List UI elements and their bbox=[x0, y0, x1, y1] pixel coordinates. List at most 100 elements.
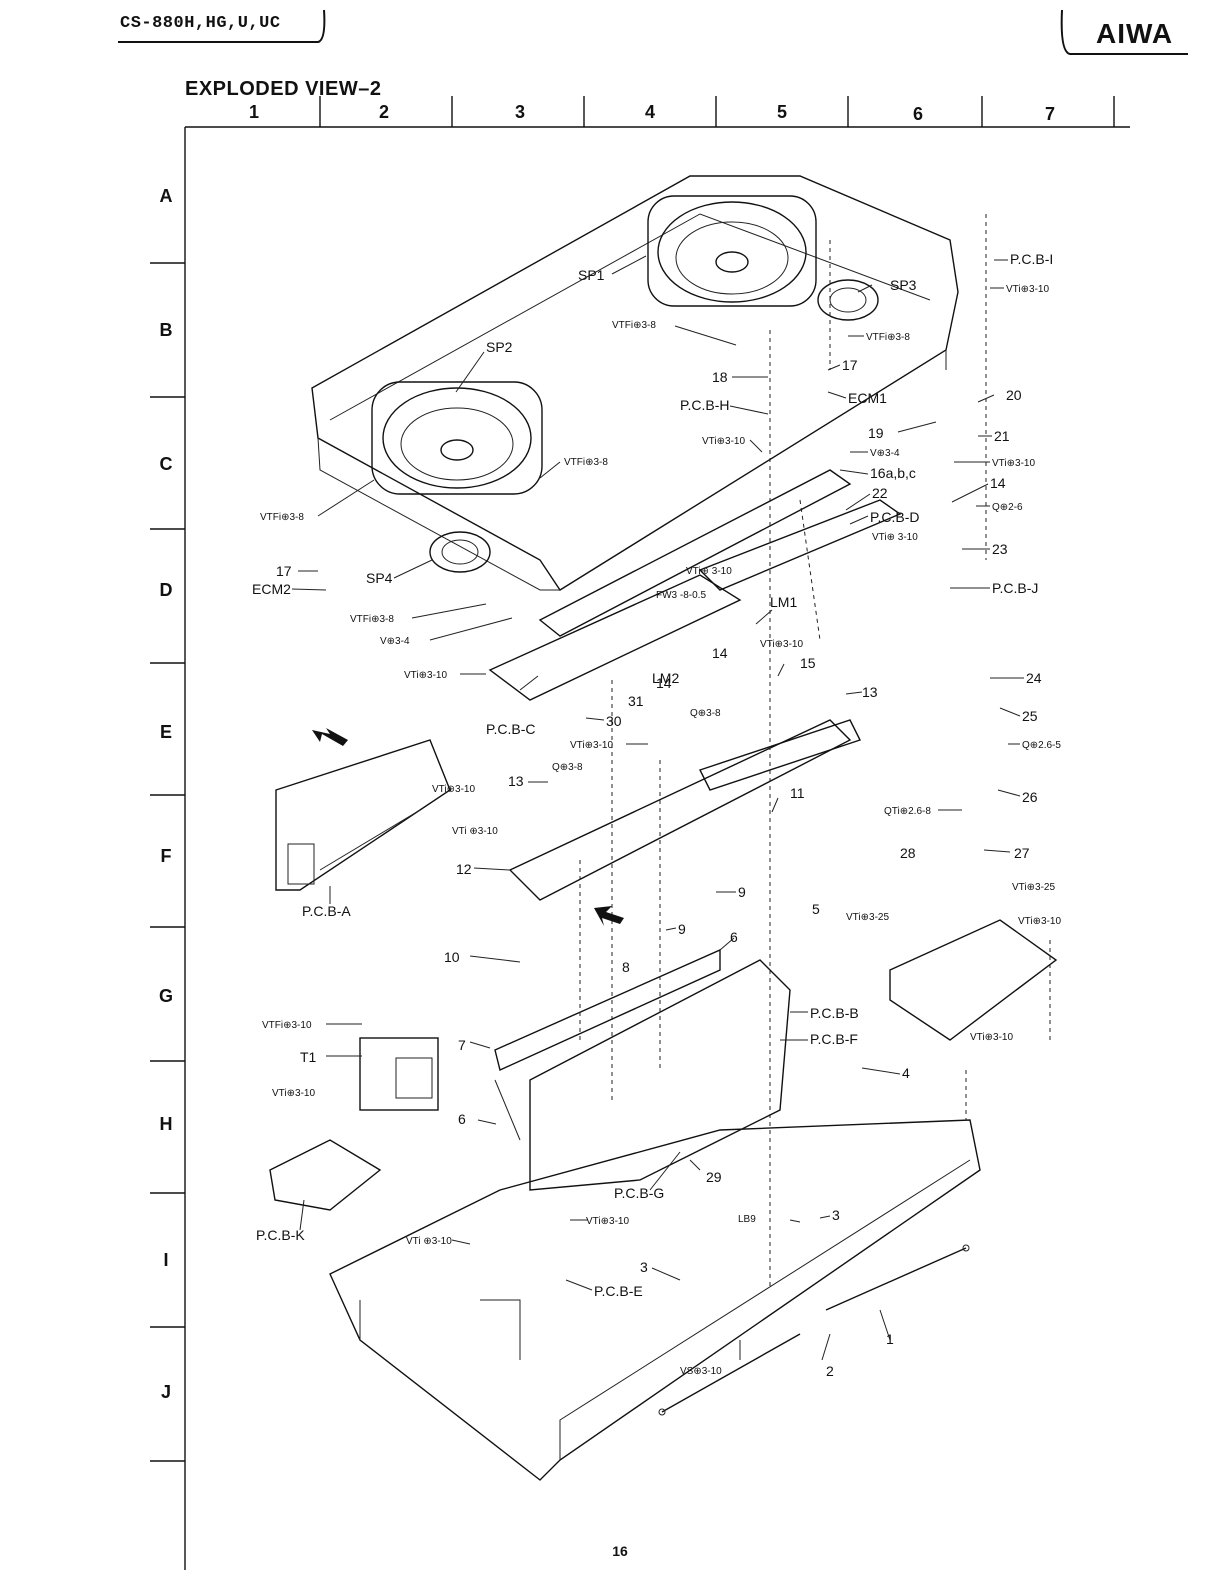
label-8: 8 bbox=[622, 959, 630, 975]
label-vti-3-25-a: VTi⊕3-25 bbox=[1012, 882, 1055, 893]
label-vti-3-10-g: VTi⊕3-10 bbox=[404, 670, 447, 681]
label-16abc: 16a,b,c bbox=[870, 465, 916, 481]
grid-column-5: 5 bbox=[776, 102, 787, 122]
label-sp2: SP2 bbox=[486, 339, 513, 355]
grid-frame bbox=[150, 96, 1130, 1570]
label-22: 22 bbox=[872, 485, 888, 501]
label-vti-3-10-j: VTi ⊕3-10 bbox=[452, 826, 498, 837]
label-vti-3-10-n: VTi⊕3-10 bbox=[586, 1216, 629, 1227]
pcb-g-assembly bbox=[494, 948, 791, 1191]
direction-arrows bbox=[312, 728, 624, 926]
grid-row-c: C bbox=[159, 454, 173, 474]
label-23: 23 bbox=[992, 541, 1008, 557]
part-labels: P.C.B-I VTi⊕3-10 SP1 SP3 VTFi⊕3-8 VTFi⊕3… bbox=[252, 251, 1061, 1379]
label-29: 29 bbox=[706, 1169, 722, 1185]
label-lm1: LM1 bbox=[770, 594, 797, 610]
label-vti-3-25-b: VTi⊕3-25 bbox=[846, 912, 889, 923]
label-14-b: 14 bbox=[712, 645, 728, 661]
label-sp4: SP4 bbox=[366, 570, 393, 586]
label-9-b: 9 bbox=[678, 921, 686, 937]
grid-column-1: 1 bbox=[248, 102, 259, 122]
label-v-3-4-b: V⊕3-4 bbox=[380, 636, 410, 647]
label-vti-3-10-f: VTi⊕3-10 bbox=[760, 639, 803, 650]
label-26: 26 bbox=[1022, 789, 1038, 805]
bottom-cabinet bbox=[329, 1119, 981, 1481]
label-pcb-b: P.C.B-B bbox=[810, 1005, 859, 1021]
label-25: 25 bbox=[1022, 708, 1038, 724]
label-vtfi-3-8-e: VTFi⊕3-8 bbox=[350, 614, 394, 625]
label-3-b: 3 bbox=[640, 1259, 648, 1275]
label-12: 12 bbox=[456, 861, 472, 877]
label-3-a: 3 bbox=[832, 1207, 840, 1223]
label-vti-3-10-l: VTi⊕3-10 bbox=[970, 1032, 1013, 1043]
label-lb9: LB9 bbox=[738, 1214, 756, 1225]
label-27: 27 bbox=[1014, 845, 1030, 861]
label-vtfi-3-8-b: VTFi⊕3-8 bbox=[866, 332, 910, 343]
page-title: EXPLODED VIEW–2 bbox=[185, 78, 382, 100]
grid-row-i: I bbox=[163, 1250, 169, 1270]
label-18: 18 bbox=[712, 369, 728, 385]
label-15: 15 bbox=[800, 655, 816, 671]
speaker-sp1 bbox=[647, 195, 817, 307]
grid-column-7: 7 bbox=[1044, 104, 1055, 124]
label-2: 2 bbox=[826, 1363, 834, 1379]
label-pcb-k: P.C.B-K bbox=[256, 1227, 305, 1243]
label-v-3-4-a: V⊕3-4 bbox=[870, 448, 900, 459]
header-rules bbox=[118, 9, 1188, 55]
assembly-lines bbox=[579, 214, 1051, 1290]
label-1: 1 bbox=[886, 1331, 894, 1347]
label-ecm2: ECM2 bbox=[252, 581, 291, 597]
top-cabinet bbox=[311, 175, 959, 591]
label-pcb-i: P.C.B-I bbox=[1010, 251, 1053, 267]
label-vti-3-10-e: VTi⊕ 3-10 bbox=[686, 566, 732, 577]
label-pcb-h: P.C.B-H bbox=[680, 397, 730, 413]
label-10: 10 bbox=[444, 949, 460, 965]
pcb-k-board bbox=[269, 1139, 382, 1211]
antenna-rods bbox=[658, 1244, 970, 1416]
label-vs-3-10: VS⊕3-10 bbox=[680, 1366, 722, 1377]
speaker-sp2 bbox=[371, 381, 543, 495]
label-vti-3-10-b: VTi⊕3-10 bbox=[702, 436, 745, 447]
label-vtfi-3-8-c: VTFi⊕3-8 bbox=[564, 457, 608, 468]
label-qti-2-6-8: QTi⊕2.6-8 bbox=[884, 806, 931, 817]
label-9-a: 9 bbox=[738, 884, 746, 900]
label-vti-3-10-d: VTi⊕ 3-10 bbox=[872, 532, 918, 543]
label-24: 24 bbox=[1026, 670, 1042, 686]
label-fw3: FW3 -8-0.5 bbox=[656, 590, 706, 601]
label-13-a: 13 bbox=[862, 684, 878, 700]
label-13-b: 13 bbox=[508, 773, 524, 789]
label-30: 30 bbox=[606, 713, 622, 729]
grid-row-e: E bbox=[159, 722, 172, 742]
page-number: 16 bbox=[612, 1543, 628, 1559]
grid-row-d: D bbox=[159, 580, 173, 600]
label-14-a: 14 bbox=[990, 475, 1006, 491]
label-28: 28 bbox=[900, 845, 916, 861]
label-t1: T1 bbox=[300, 1049, 317, 1065]
label-17-b: 17 bbox=[276, 563, 292, 579]
grid-row-a: A bbox=[159, 186, 173, 206]
label-vti-3-10-i: VTi⊕3-10 bbox=[432, 784, 475, 795]
label-vtfi-3-10: VTFi⊕3-10 bbox=[262, 1020, 312, 1031]
label-pcb-a: P.C.B-A bbox=[302, 903, 351, 919]
label-lm2: LM2 bbox=[652, 670, 679, 686]
label-20: 20 bbox=[1006, 387, 1022, 403]
label-6-b: 6 bbox=[458, 1111, 466, 1127]
label-q-2-6-5: Q⊕2.6-5 bbox=[1022, 740, 1061, 751]
label-5: 5 bbox=[812, 901, 820, 917]
label-pcb-c: P.C.B-C bbox=[486, 721, 536, 737]
label-4: 4 bbox=[902, 1065, 910, 1081]
label-14-c: 14 bbox=[656, 675, 672, 691]
label-pcb-j: P.C.B-J bbox=[992, 580, 1038, 596]
label-pcb-e: P.C.B-E bbox=[594, 1283, 643, 1299]
pcb-a-board bbox=[275, 739, 451, 891]
speaker-sp4 bbox=[429, 531, 491, 573]
label-ecm1: ECM1 bbox=[848, 390, 887, 406]
label-vti-3-10-k: VTi⊕3-10 bbox=[1018, 916, 1061, 927]
label-sp1: SP1 bbox=[578, 267, 605, 283]
model-id: CS-880H,HG,U,UC bbox=[120, 14, 281, 33]
label-sp3: SP3 bbox=[890, 277, 917, 293]
label-7: 7 bbox=[458, 1037, 466, 1053]
grid-column-3: 3 bbox=[514, 102, 525, 122]
grid-row-f: F bbox=[160, 846, 172, 866]
right-pcb-assembly bbox=[889, 919, 1058, 1041]
